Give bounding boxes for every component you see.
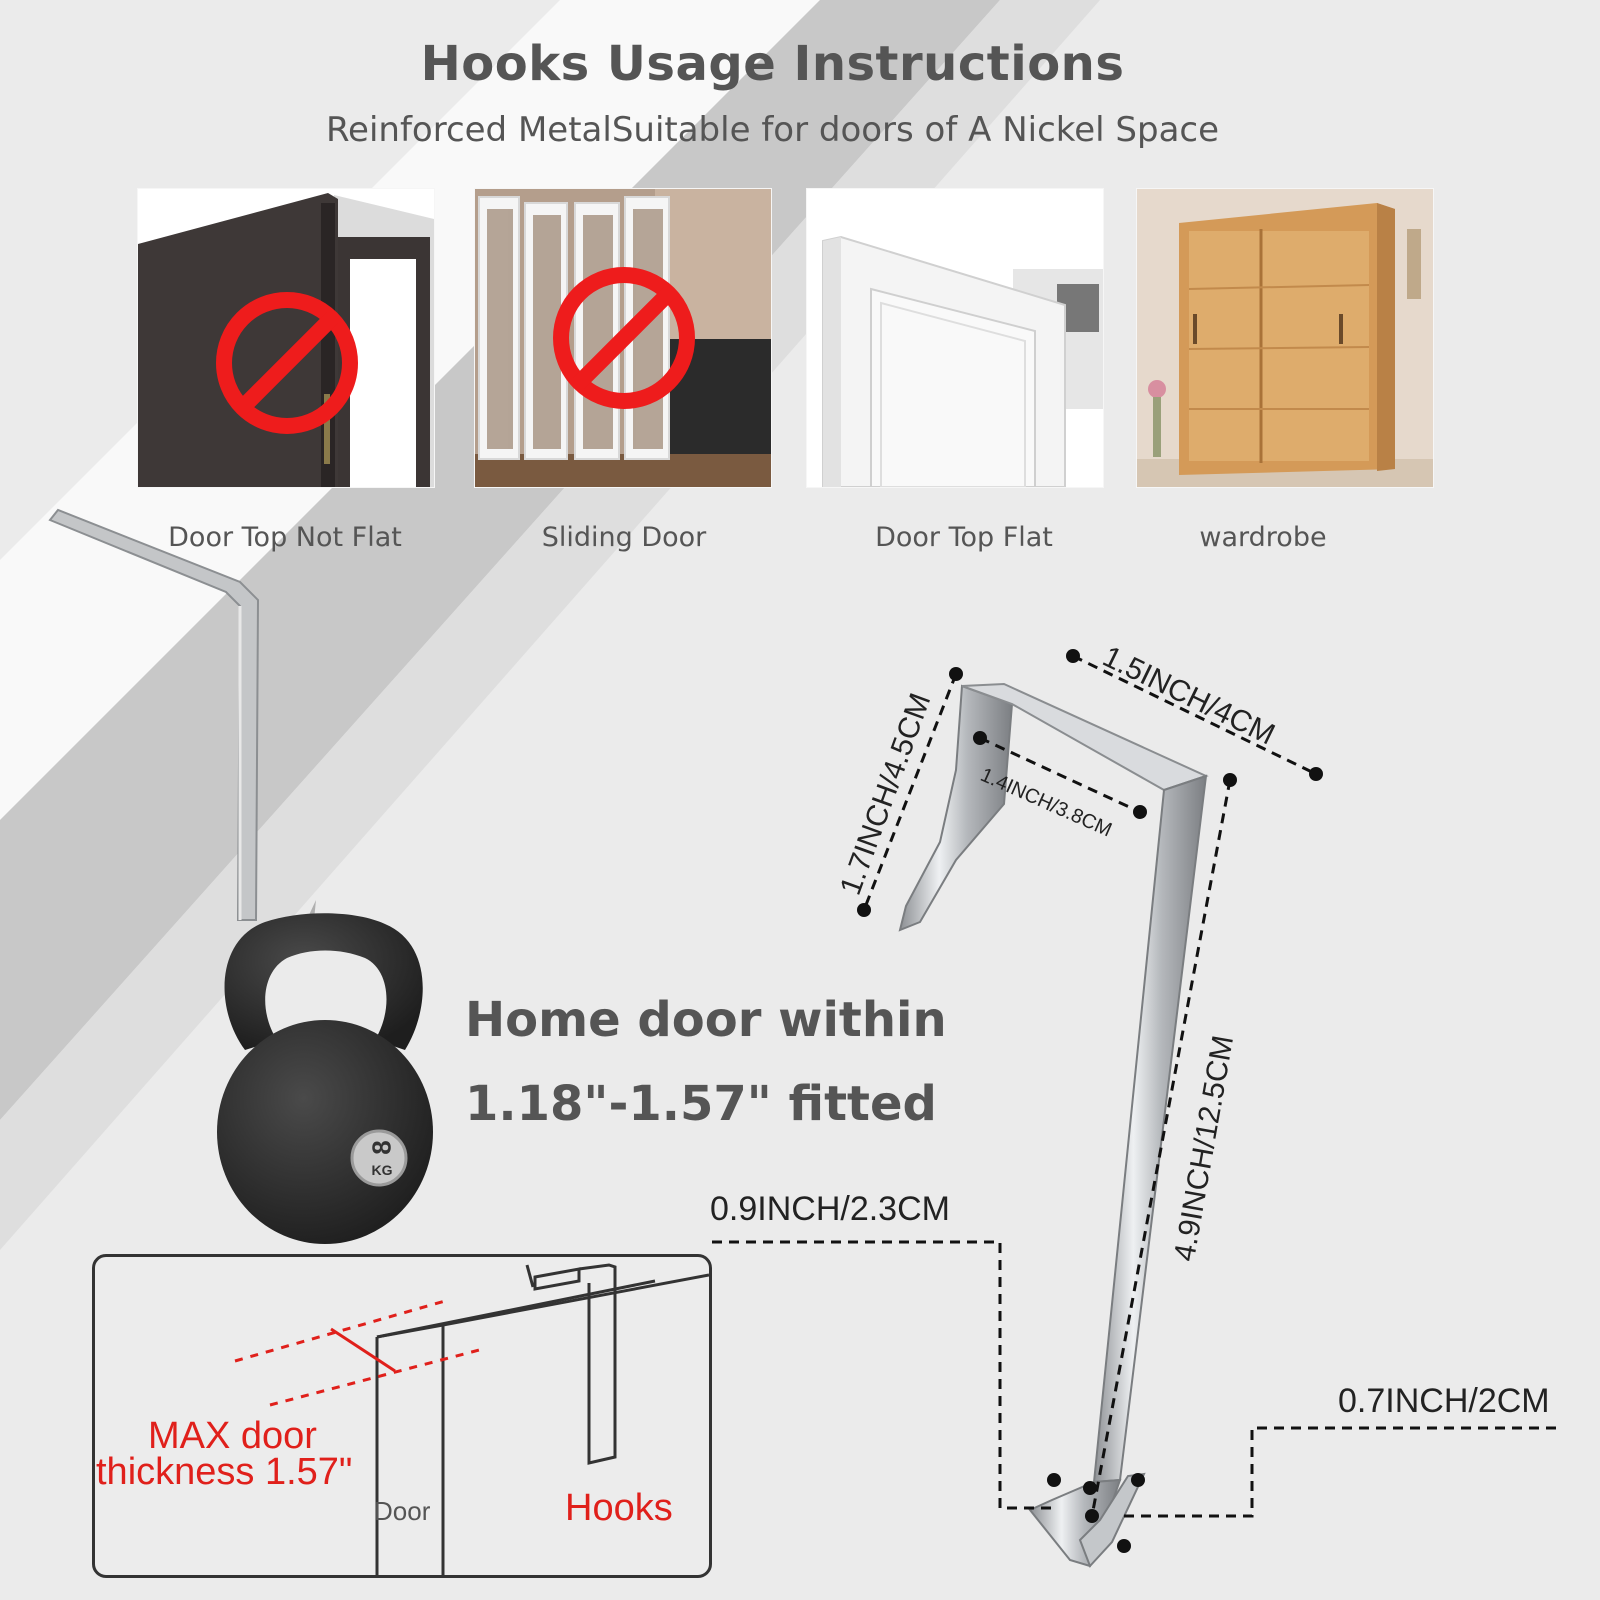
page-subtitle: Reinforced MetalSuitable for doors of A …: [325, 110, 1220, 150]
door-thickness-inset: [92, 1254, 712, 1578]
max-thickness-label-line2: thickness 1.57": [96, 1451, 353, 1493]
hook-shape: [898, 682, 1209, 1568]
kettlebell-image: [217, 913, 433, 1244]
fit-line-1: Home door within: [465, 992, 947, 1048]
kettlebell-unit: KG: [371, 1162, 393, 1178]
door-type-card-wardrobe: [1136, 188, 1434, 488]
caption-sliding-door: Sliding Door: [541, 522, 707, 553]
hooks-label: Hooks: [565, 1487, 673, 1529]
caption-door-top-not-flat: Door Top Not Flat: [168, 522, 402, 553]
door-label: Door: [374, 1496, 431, 1526]
dimension-bottom-width: 0.9INCH/2.3CM: [710, 1190, 950, 1228]
dimension-lip-height: 0.7INCH/2CM: [1338, 1382, 1550, 1420]
wardrobe-image: [1137, 189, 1433, 487]
page-title: Hooks Usage Instructions: [420, 36, 1125, 92]
door-thickness-diagram: [234, 1263, 709, 1575]
fit-line-2: 1.18"-1.57" fitted: [465, 1076, 937, 1132]
caption-door-top-flat: Door Top Flat: [875, 522, 1053, 553]
caption-wardrobe: wardrobe: [1199, 522, 1327, 553]
max-thickness-label-line1: MAX door: [148, 1415, 317, 1457]
door-type-card-flat: [806, 188, 1104, 488]
door-flat-image: [807, 189, 1103, 487]
